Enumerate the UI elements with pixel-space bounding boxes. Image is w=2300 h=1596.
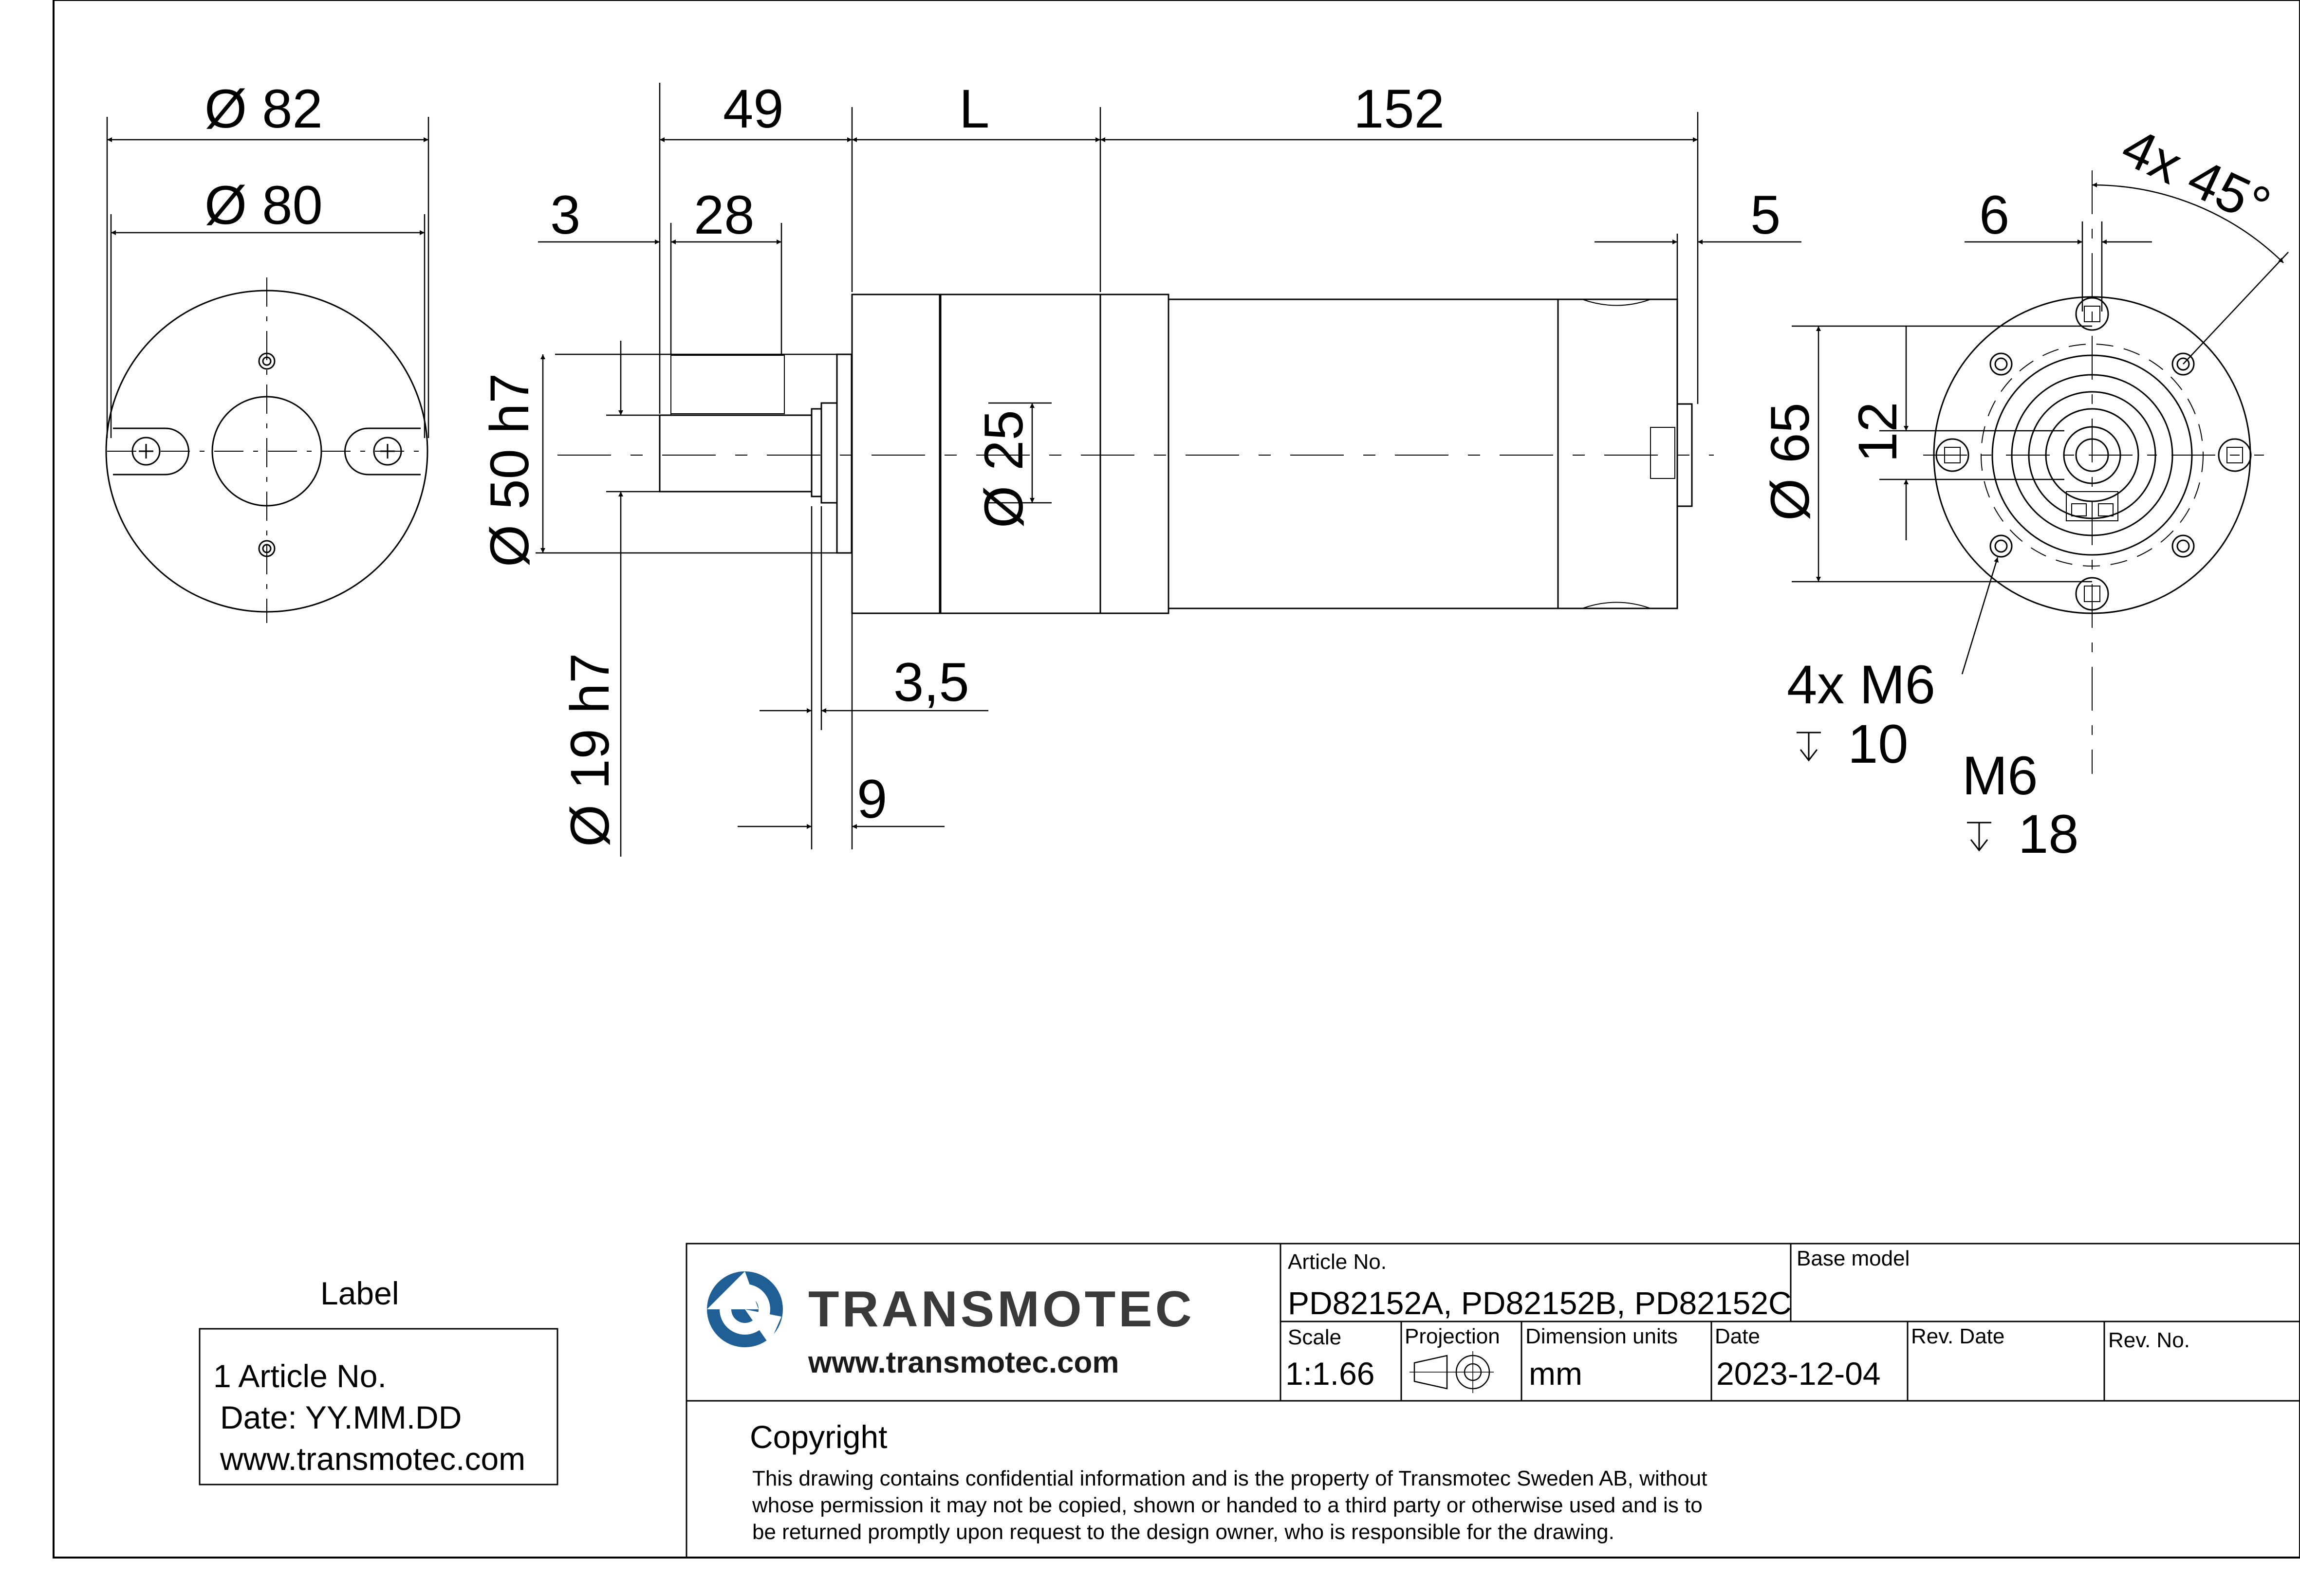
transmotec-logo-icon [707,1271,783,1347]
company-name: TRANSMOTEC [808,1281,1195,1338]
article-no-label: Article No. [1288,1250,1387,1274]
front-view-dims [1792,182,2289,675]
date-label: Date [1715,1324,1760,1348]
dim-49: 49 [723,78,784,139]
projection-label: Projection [1405,1324,1500,1348]
left-screw-icon [131,437,161,466]
dim-5: 5 [1750,184,1781,245]
dim-d50h7: Ø 50 h7 [479,373,540,567]
dim-12: 12 [1847,402,1908,462]
company-website: www.transmotec.com [808,1346,1119,1379]
rev-no-label: Rev. No. [2108,1328,2190,1352]
scale-value: 1:1.66 [1285,1356,1375,1392]
dim-d19h7: Ø 19 h7 [559,653,620,847]
dim-L: L [959,78,989,139]
rear-end-view [105,277,428,623]
dim-3: 3 [550,184,580,245]
dim-d82: Ø 82 [204,78,323,139]
side-view [557,294,1714,614]
depth-symbols [1797,732,1991,852]
scale-label: Scale [1288,1325,1341,1349]
dim-28: 28 [694,184,755,245]
dim-6: 6 [1979,184,2009,245]
front-flange-view [1923,170,2264,774]
rev-date-label: Rev. Date [1911,1324,2004,1348]
base-model-label: Base model [1797,1247,1910,1270]
thread-callout-m6: M6 [1962,745,2038,806]
copyright-line-3: be returned promptly upon request to the… [752,1520,1614,1544]
article-no-value: PD82152A, PD82152B, PD82152C [1288,1285,1792,1321]
label-line-2: Date: YY.MM.DD [220,1399,462,1435]
depth-10: 10 [1848,714,1909,774]
units-label: Dimension units [1525,1324,1678,1348]
copyright-title: Copyright [750,1419,887,1455]
dim-9: 9 [857,769,887,829]
copyright-line-2: whose permission it may not be copied, s… [752,1493,1703,1517]
dim-d25: Ø 25 [973,410,1034,528]
dim-angle: 4x 45° [2113,116,2280,237]
dim-d80: Ø 80 [204,175,323,236]
thread-callout-4xm6: 4x M6 [1787,654,1935,715]
depth-18: 18 [2018,804,2079,864]
side-view-dims [536,83,1801,857]
rear-view-dims [106,117,429,438]
units-value: mm [1529,1356,1582,1392]
title-block-grid [686,1243,2300,1559]
projection-symbol-icon [1410,1351,1494,1393]
dim-3-5: 3,5 [893,652,969,713]
right-screw-icon [373,437,402,466]
dim-152: 152 [1354,78,1445,139]
label-line-3: www.transmotec.com [220,1441,525,1477]
dim-d65: Ø 65 [1760,403,1820,521]
label-line-1: 1 Article No. [213,1358,387,1394]
label-box [199,1328,558,1486]
date-value: 2023-12-04 [1716,1356,1881,1392]
copyright-line-1: This drawing contains confidential infor… [752,1467,1707,1490]
label-title: Label [320,1275,399,1311]
